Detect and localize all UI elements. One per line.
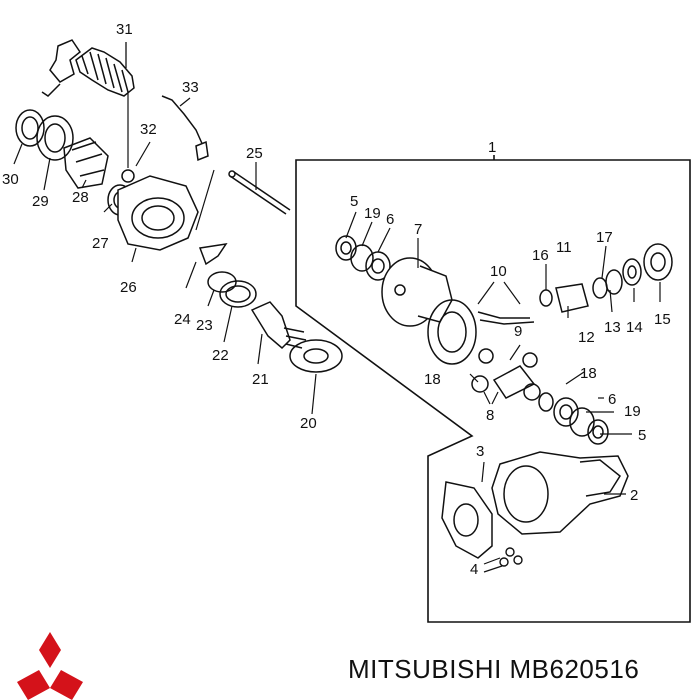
callout-30: 30 bbox=[2, 171, 19, 188]
callout-25: 25 bbox=[246, 145, 263, 162]
callout-9: 9 bbox=[514, 323, 522, 340]
callout-24: 24 bbox=[174, 311, 191, 328]
bearing-set-left-part bbox=[335, 235, 391, 281]
callout-3: 3 bbox=[476, 443, 484, 460]
callout-13: 13 bbox=[604, 319, 621, 336]
callout-18-right: 18 bbox=[580, 365, 597, 382]
callout-19-bottom: 19 bbox=[624, 403, 641, 420]
callout-6-top: 6 bbox=[386, 211, 394, 228]
callout-22: 22 bbox=[212, 347, 229, 364]
callout-19-top: 19 bbox=[364, 205, 381, 222]
callout-4: 4 bbox=[470, 561, 478, 578]
bolts-part bbox=[499, 547, 523, 567]
callout-10: 10 bbox=[490, 263, 507, 280]
assembly-frame bbox=[295, 155, 691, 623]
callout-12: 12 bbox=[578, 329, 595, 346]
callout-21: 21 bbox=[252, 371, 269, 388]
carrier-housing-part bbox=[491, 451, 629, 535]
callout-5-top: 5 bbox=[350, 193, 358, 210]
callout-27: 27 bbox=[92, 235, 109, 252]
callout-28: 28 bbox=[72, 189, 89, 206]
bearing-set-right-part bbox=[538, 392, 609, 445]
spider-gears-part bbox=[471, 348, 541, 401]
callout-6-bottom: 6 bbox=[608, 391, 616, 408]
differential-case-part bbox=[381, 257, 453, 327]
callout-23: 23 bbox=[196, 317, 213, 334]
shaft-part bbox=[228, 170, 291, 215]
rear-cover-part bbox=[441, 481, 493, 559]
callout-17: 17 bbox=[596, 229, 613, 246]
callout-7: 7 bbox=[414, 221, 422, 238]
spacer-rings-part bbox=[198, 242, 257, 308]
ring-gear-part bbox=[427, 299, 535, 365]
callout-1: 1 bbox=[488, 139, 496, 156]
callout-5-bottom: 5 bbox=[638, 427, 646, 444]
seal-ring-part bbox=[15, 109, 109, 189]
callout-32: 32 bbox=[140, 121, 157, 138]
callout-31: 31 bbox=[116, 21, 133, 38]
companion-flange-part bbox=[289, 339, 343, 373]
callout-15: 15 bbox=[654, 311, 671, 328]
callout-8: 8 bbox=[486, 407, 494, 424]
callout-20: 20 bbox=[300, 415, 317, 432]
axle-boot-part bbox=[41, 39, 135, 97]
breather-wire-part bbox=[161, 95, 209, 162]
callout-33: 33 bbox=[182, 79, 199, 96]
callout-16: 16 bbox=[532, 247, 549, 264]
callout-26: 26 bbox=[120, 279, 137, 296]
callout-18-left: 18 bbox=[424, 371, 441, 388]
callout-2: 2 bbox=[630, 487, 638, 504]
drive-pinion-shaft-part bbox=[250, 301, 307, 350]
callout-29: 29 bbox=[32, 193, 49, 210]
leader-lines bbox=[13, 97, 661, 495]
callout-11: 11 bbox=[556, 239, 572, 256]
axle-housing-part bbox=[117, 169, 199, 251]
mitsubishi-logo-icon bbox=[17, 632, 83, 700]
callout-14: 14 bbox=[626, 319, 643, 336]
callout-labels: 1 2 3 4 5 5 6 6 7 8 9 10 11 12 13 14 15 … bbox=[2, 21, 671, 578]
part-number-caption: MITSUBISHI MB620516 bbox=[348, 654, 640, 684]
